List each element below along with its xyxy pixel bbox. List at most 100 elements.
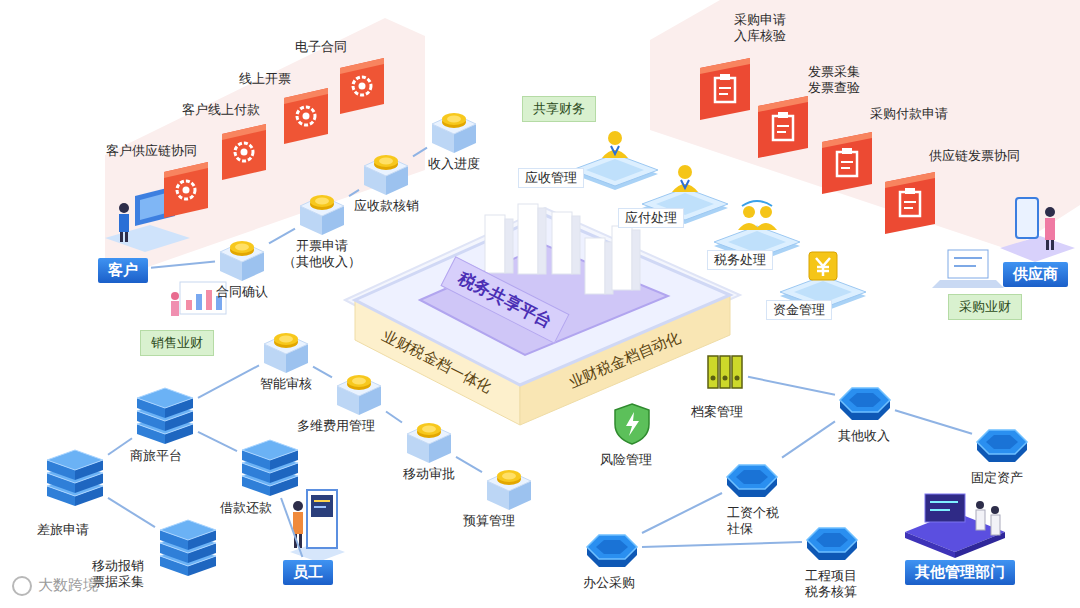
node-label: 多维费用管理 [297, 418, 353, 434]
watermark: 大数跨境 [38, 576, 98, 595]
node-label: 采购申请 入库核验 [734, 12, 796, 45]
drawing-part [954, 257, 982, 259]
drawing-part [904, 207, 913, 209]
drawing-part [977, 430, 1027, 454]
drawing-part [293, 512, 303, 534]
connector-line [108, 498, 155, 527]
drawing-part [608, 131, 622, 145]
hexagon-node: 固定资产 [975, 420, 1029, 466]
document-card-icon [885, 172, 935, 234]
drawing-part [196, 294, 202, 310]
node-label: 固定资产 [971, 470, 1023, 486]
drawing-part [359, 83, 366, 90]
drawing-part [930, 509, 950, 511]
drawing-part [284, 88, 328, 144]
drawing-part [340, 58, 384, 74]
platform-tile-node: 资金管理 [778, 250, 868, 310]
drawing-part [364, 156, 408, 176]
node-label: 客户线上付款 [182, 102, 260, 118]
server-stack-node: 差旅申请 [45, 450, 105, 505]
category-tag: 采购业财 [948, 294, 1022, 320]
node-label: 商旅平台 [130, 448, 182, 464]
drawing-part [417, 423, 441, 435]
node-label: 工资个税 社保 [727, 505, 783, 538]
connector-line [269, 229, 295, 244]
drawing-part [13, 577, 31, 595]
connector-line [108, 438, 132, 455]
drawing-part [119, 214, 129, 232]
drawing-part [47, 450, 103, 470]
drawing-part [948, 250, 988, 278]
shield-icon-node: 风险管理 [612, 402, 652, 446]
drawing-part [206, 290, 212, 310]
drawing-part [720, 356, 730, 388]
node-label: 移动审批 [403, 466, 455, 482]
drawing-part [841, 167, 850, 169]
gear-card-icon [284, 88, 328, 144]
server-stack-node: 商旅平台 [135, 388, 195, 443]
gear-card-icon [164, 162, 208, 218]
drawing-part [432, 114, 476, 134]
drawing-part [955, 532, 1005, 558]
node-label: 差旅申请 [37, 522, 89, 538]
drawing-part [315, 198, 329, 205]
drawing-part [777, 131, 786, 133]
connector-line [748, 377, 835, 395]
coin-cube-node: 开票申请（其他收入） [298, 190, 346, 236]
drawing-part [337, 376, 381, 396]
drawing-part [976, 510, 985, 530]
drawing-part [171, 292, 179, 300]
node-label: 预算管理 [463, 513, 515, 529]
document-card-icon [700, 58, 750, 120]
coin-cube-icon [218, 236, 266, 282]
connector-line [151, 262, 215, 268]
node-label: 应付处理 [618, 208, 684, 228]
drawing-part [681, 180, 689, 188]
node-label: 税务处理 [707, 250, 773, 270]
drawing-part [1045, 218, 1055, 240]
drawing-part [807, 528, 857, 552]
drawing-part [991, 506, 999, 514]
gear-card-node: 客户供应链协同 [164, 162, 208, 218]
gear-card-node: 线上开票 [284, 88, 328, 144]
coin-cube-icon [298, 190, 346, 236]
connector-line [198, 365, 259, 398]
drawing-part [235, 143, 253, 161]
drawing-part [711, 376, 716, 381]
drawing-part [758, 96, 808, 112]
drawing-part [120, 232, 123, 242]
node-text: 共享财务 [533, 100, 585, 118]
drawing-part [160, 520, 216, 540]
hexagon-node: 办公采购 [585, 525, 639, 571]
drawing-part [755, 223, 777, 230]
coin-cube-icon [262, 328, 310, 374]
drawing-part [487, 471, 531, 491]
drawing-part [186, 300, 192, 310]
coin-cube-icon [362, 150, 410, 196]
drawing-part [1046, 240, 1049, 250]
node-label: 供应链发票协同 [929, 148, 1020, 164]
drawing-part [777, 125, 789, 127]
drawing-part [612, 226, 632, 290]
node-label: 风险管理 [600, 452, 652, 468]
group-tag: 员工 [283, 560, 333, 585]
drawing-part [222, 124, 266, 180]
drawing-part [954, 265, 976, 267]
drawing-part [976, 501, 984, 509]
drawing-part [596, 540, 628, 554]
drawing-part [374, 155, 398, 167]
drawing-part [732, 356, 742, 388]
drawing-part [991, 515, 1000, 535]
drawing-part [905, 532, 955, 558]
drawing-part [773, 116, 793, 140]
drawing-part [930, 501, 958, 503]
drawing-part [297, 107, 315, 125]
node-label: 其他收入 [838, 428, 890, 444]
hexagon-icon [725, 455, 779, 501]
drawing-part [183, 187, 190, 194]
node-text: 销售业财 [151, 334, 203, 352]
connector-line [456, 457, 482, 472]
drawing-part [822, 132, 872, 194]
drawing-part [447, 116, 461, 123]
